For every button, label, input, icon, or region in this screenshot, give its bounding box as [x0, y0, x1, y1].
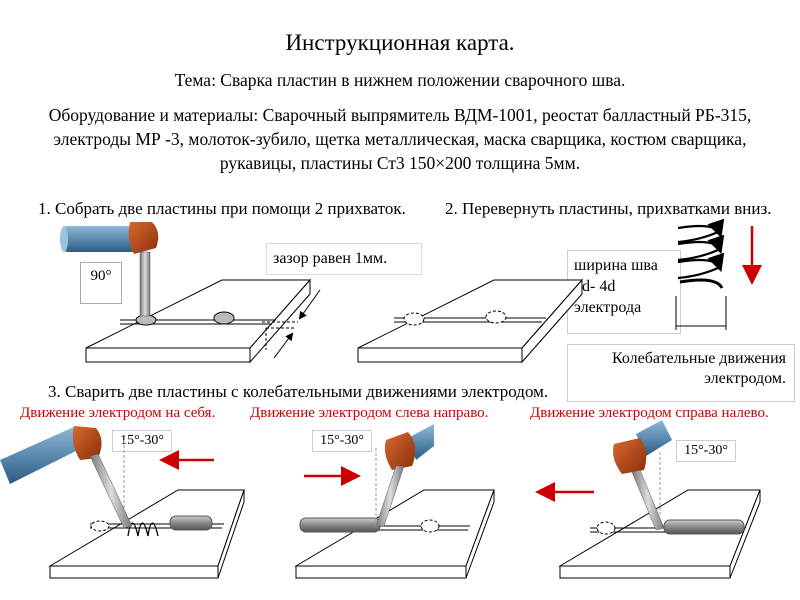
electrode-holder-step3b — [375, 424, 434, 527]
plate-step2 — [357, 278, 584, 364]
oscillation-label: Колебательные движения электродом. — [567, 344, 795, 402]
seam-width-label: ширина шва 3d- 4d электрода — [567, 250, 681, 334]
step-1-text: 1. Собрать две пластины при помощи 2 при… — [38, 199, 406, 218]
movement-toward-text: Движение электродом на себя. — [20, 405, 216, 421]
angle-range-label-1: 15°-30° — [112, 430, 172, 452]
page-title: Инструкционная карта. — [285, 30, 515, 55]
topic-line: Тема: Сварка пластин в нижнем положении … — [174, 70, 626, 90]
plate-step3b — [294, 489, 495, 579]
angle-range-label-3: 15°-30° — [676, 440, 736, 462]
electrode-holder-step3c — [613, 420, 672, 531]
tack-weld-hidden-1 — [403, 312, 425, 326]
angle-range-label-2: 15°-30° — [312, 430, 372, 452]
step-3-text: 3. Сварить две пластины с колебательными… — [48, 382, 549, 401]
equipment-paragraph: Оборудование и материалы: Сварочный выпр… — [48, 105, 752, 173]
tack-weld-1 — [135, 314, 157, 326]
gap-label: зазор равен 1мм. — [266, 243, 422, 275]
plate-step3a — [48, 489, 245, 579]
tack-weld-hidden-2 — [485, 310, 507, 324]
movement-left-right-text: Движение электродом слева направо. — [250, 405, 489, 421]
tack-weld-2 — [213, 311, 235, 325]
oscillation-pattern — [675, 218, 727, 330]
step-2-text: 2. Перевернуть пластины, прихватками вни… — [445, 199, 772, 218]
movement-right-left-text: Движение электродом справа налево. — [530, 405, 769, 421]
plate-step1 — [85, 278, 321, 364]
electrode-holder-step1 — [60, 222, 159, 317]
electrode-holder-step3a — [0, 426, 133, 529]
angle-90-label: 90° — [80, 262, 122, 304]
